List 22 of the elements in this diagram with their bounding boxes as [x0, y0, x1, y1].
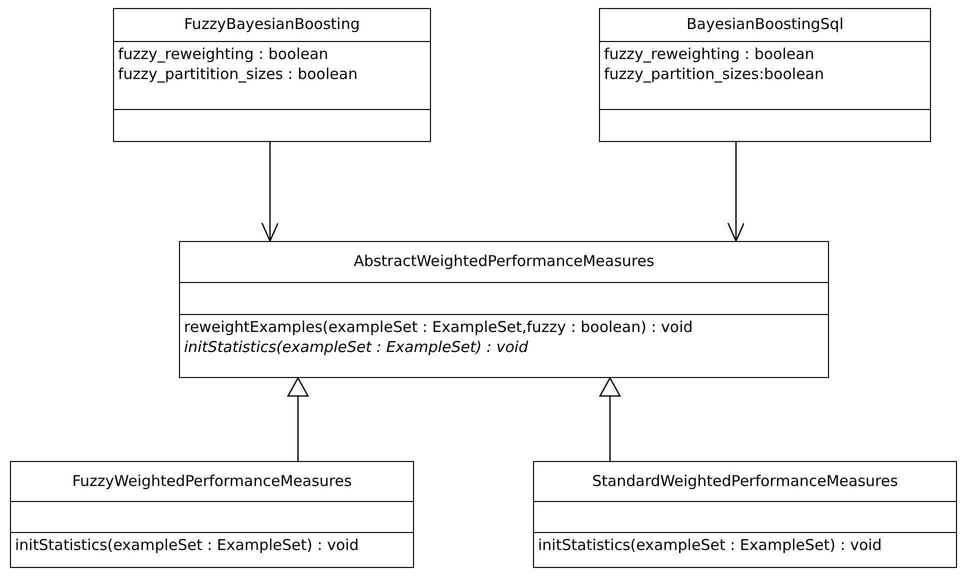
class-box [113, 8, 431, 142]
attribute: fuzzy_partition_sizes:boolean [604, 64, 825, 84]
method-signature: initStatistics(exampleSet : ExampleSet) : void [538, 535, 883, 555]
class-name: BayesianBoostingSql [685, 14, 845, 34]
class-box [10, 461, 414, 568]
attribute: fuzzy_reweighting : boolean [118, 44, 330, 64]
attribute: fuzzy_reweighting : boolean [604, 44, 816, 64]
class-name: FuzzyWeightedPerformanceMeasures [71, 470, 353, 490]
class-box [599, 8, 931, 142]
class-name: FuzzyBayesianBoosting [183, 14, 361, 34]
class-name: StandardWeightedPerformanceMeasures [591, 470, 899, 490]
attribute: fuzzy_partitition_sizes : boolean [118, 64, 359, 84]
inheritance-arrow [287, 377, 309, 461]
inheritance-arrow [599, 377, 621, 461]
class-box [179, 241, 829, 378]
method-signature: initStatistics(exampleSet : ExampleSet) : void [184, 337, 530, 357]
class-name: AbstractWeightedPerformanceMeasures [352, 251, 656, 271]
method-signature: initStatistics(exampleSet : ExampleSet) : void [15, 535, 360, 555]
association-arrow [727, 142, 745, 242]
method-signature: reweightExamples(exampleSet : ExampleSet,fuzzy : boolean) : void [184, 317, 694, 337]
class-box [533, 461, 957, 568]
association-arrow [261, 142, 279, 242]
